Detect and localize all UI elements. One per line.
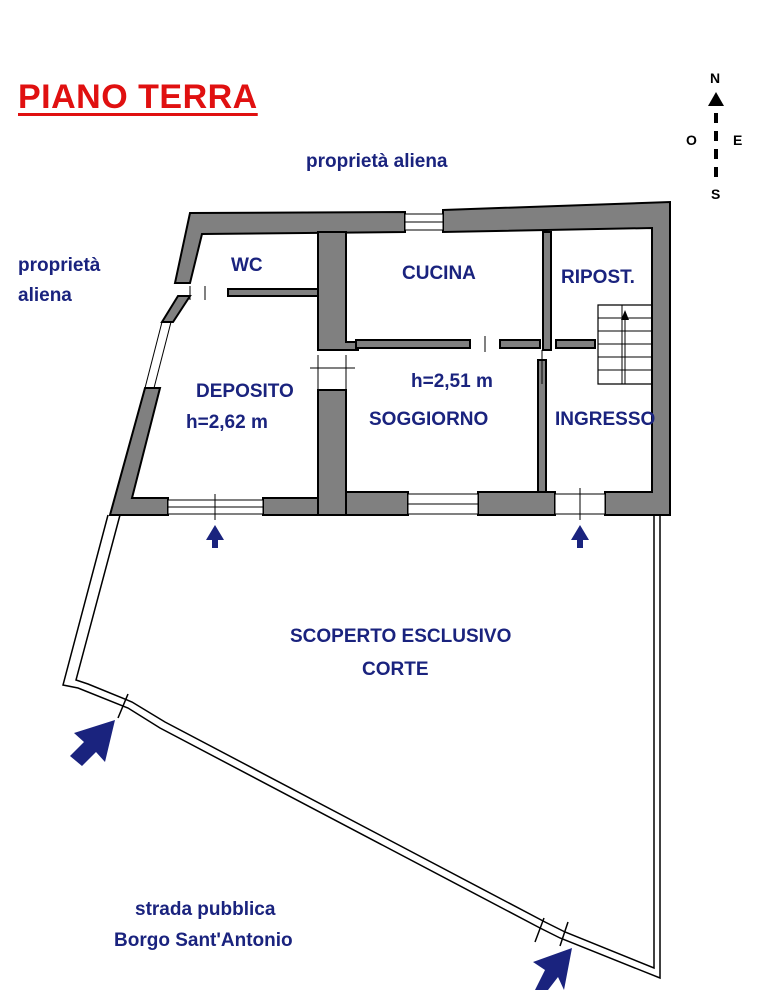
courtyard-label-line1: SCOPERTO ESCLUSIVO (290, 626, 512, 647)
arrow-icon (533, 948, 572, 990)
compass-north: N (710, 70, 721, 86)
north-arrow-icon (708, 92, 724, 106)
arrow-icon (206, 525, 224, 548)
compass-rose (708, 92, 724, 177)
west-neighbor-label-line2: aliena (18, 285, 72, 306)
interior-walls (227, 231, 596, 493)
deposito-height-label: h=2,62 m (186, 412, 268, 433)
west-neighbor-label-line1: proprietà (18, 255, 101, 276)
road-label-line1: strada pubblica (135, 899, 276, 920)
page-title: PIANO TERRA (18, 78, 258, 116)
openings (144, 213, 606, 520)
north-neighbor-label: proprietà aliena (306, 151, 448, 172)
arrow-icon (70, 720, 115, 766)
arrow-icon (571, 525, 589, 548)
compass-west: O (686, 132, 697, 148)
road-label-line2: Borgo Sant'Antonio (114, 930, 293, 951)
room-ingresso-label: INGRESSO (555, 409, 656, 430)
room-ripost-label: RIPOST. (561, 267, 635, 288)
outer-walls (108, 200, 671, 516)
room-deposito-label: DEPOSITO (196, 381, 294, 402)
room-cucina-label: CUCINA (402, 263, 476, 284)
compass-east: E (733, 132, 743, 148)
courtyard-outline (62, 514, 661, 980)
soggiorno-height-label: h=2,51 m (411, 371, 493, 392)
courtyard-label-line2: CORTE (362, 659, 429, 680)
access-arrows (70, 525, 589, 990)
room-soggiorno-label: SOGGIORNO (369, 409, 489, 430)
compass-south: S (711, 186, 721, 202)
room-wc-label: WC (231, 255, 263, 276)
staircase (597, 304, 652, 385)
